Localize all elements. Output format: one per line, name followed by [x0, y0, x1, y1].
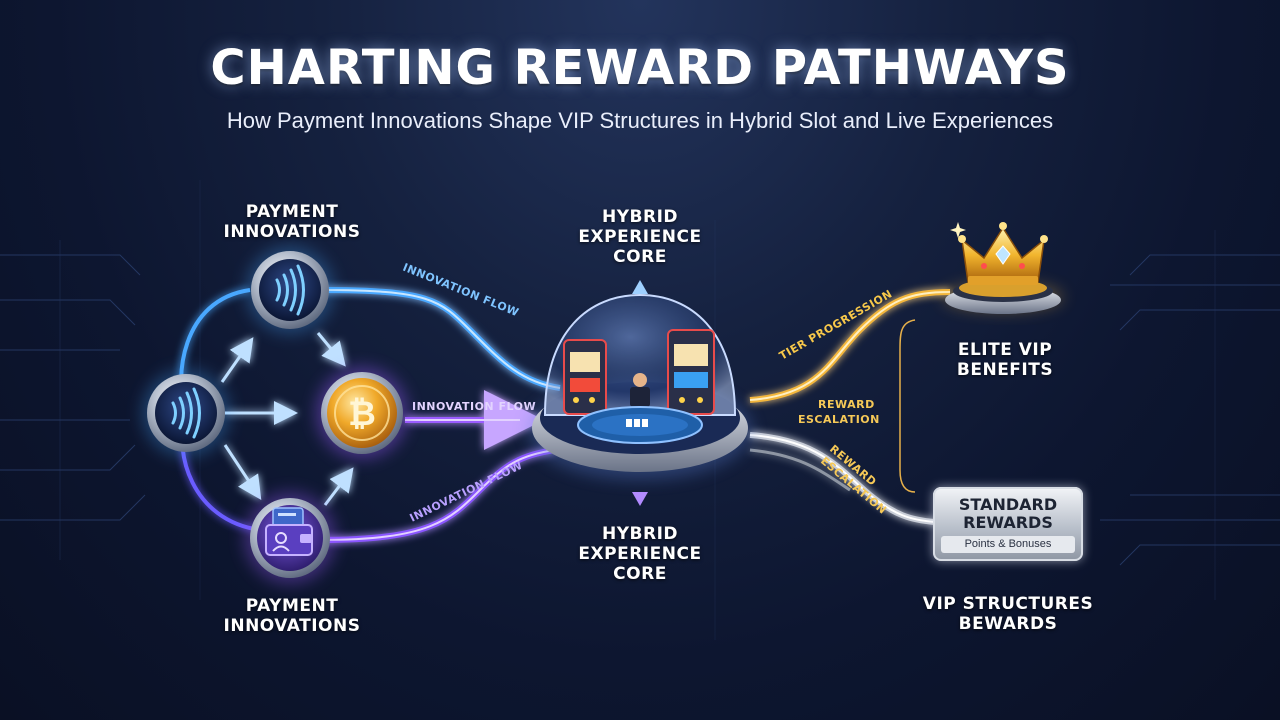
page-subtitle: How Payment Innovations Shape VIP Struct…	[226, 108, 1054, 133]
reward-escalation-path	[749, 432, 936, 525]
label-line: EXPERIENCE	[578, 227, 702, 247]
label-line: REWARDS	[963, 513, 1053, 532]
reward-escalation-label-1b: ESCALATION	[798, 413, 880, 426]
tier-progression-path	[749, 289, 951, 403]
casino-dome-icon	[563, 329, 715, 444]
innovation-flow-label-middle: INNOVATION FLOW	[412, 400, 536, 413]
tier-progression-label: TIER PROGRESSION	[777, 287, 895, 362]
reward-escalation-label-1a: REWARD	[818, 398, 875, 411]
innovation-flow-label-top: INNOVATION FLOW	[401, 261, 521, 320]
hybrid-core-label-top: HYBRID EXPERIENCE CORE	[540, 207, 740, 267]
digital-wallet-icon	[265, 507, 313, 556]
label-line: INNOVATIONS	[223, 222, 361, 242]
label-line: VIP STRUCTURES	[922, 594, 1094, 614]
label-line: CORE	[613, 564, 667, 584]
elite-crown	[943, 222, 1063, 314]
standard-rewards-subtitle: Points & Bonuses	[941, 536, 1075, 553]
payment-innovations-label-bottom: PAYMENT INNOVATIONS	[192, 596, 392, 636]
label-line: STANDARD	[958, 495, 1058, 514]
hybrid-core-hub	[528, 280, 752, 506]
standard-rewards-title: STANDARD REWARDS	[933, 496, 1083, 532]
label-line: INNOVATIONS	[223, 616, 361, 636]
left-internal-arrows	[220, 332, 354, 506]
hybrid-core-label-bottom: HYBRID EXPERIENCE CORE	[540, 524, 740, 584]
page-title: CHARTING REWARD PATHWAYS	[210, 40, 1070, 96]
bitcoin-node: ₿	[316, 367, 408, 459]
label-line: HYBRID	[601, 524, 679, 544]
innovation-flow-paths	[319, 287, 561, 543]
label-line: BEWARDS	[958, 614, 1058, 634]
label-line: CORE	[613, 247, 667, 267]
label-line: ELITE VIP	[957, 340, 1053, 360]
label-line: BENEFITS	[956, 360, 1054, 380]
wallet-node	[244, 492, 336, 584]
elite-vip-label: ELITE VIP BENEFITS	[905, 340, 1105, 380]
contactless-payment-icon	[171, 387, 201, 439]
bitcoin-coin-icon: ₿	[348, 394, 376, 434]
standard-rewards-badge: STANDARD REWARDS Points & Bonuses	[933, 487, 1083, 561]
vip-structures-label: VIP STRUCTURES BEWARDS	[893, 594, 1123, 634]
crown-icon	[958, 222, 1048, 285]
tier-bracket	[899, 319, 916, 493]
circuit-traces-left	[0, 180, 201, 600]
label-line: PAYMENT	[245, 596, 339, 616]
sparkle-icon	[950, 222, 966, 238]
payment-innovations-label-top: PAYMENT INNOVATIONS	[192, 202, 392, 242]
label-line: PAYMENT	[245, 202, 339, 222]
contactless-payment-node-top	[246, 246, 334, 334]
label-line: HYBRID	[601, 207, 679, 227]
contactless-payment-node-left	[142, 369, 230, 457]
contactless-payment-icon	[275, 264, 305, 316]
label-line: EXPERIENCE	[578, 544, 702, 564]
innovation-flow-label-bottom: INNOVATION FLOW	[408, 459, 525, 525]
